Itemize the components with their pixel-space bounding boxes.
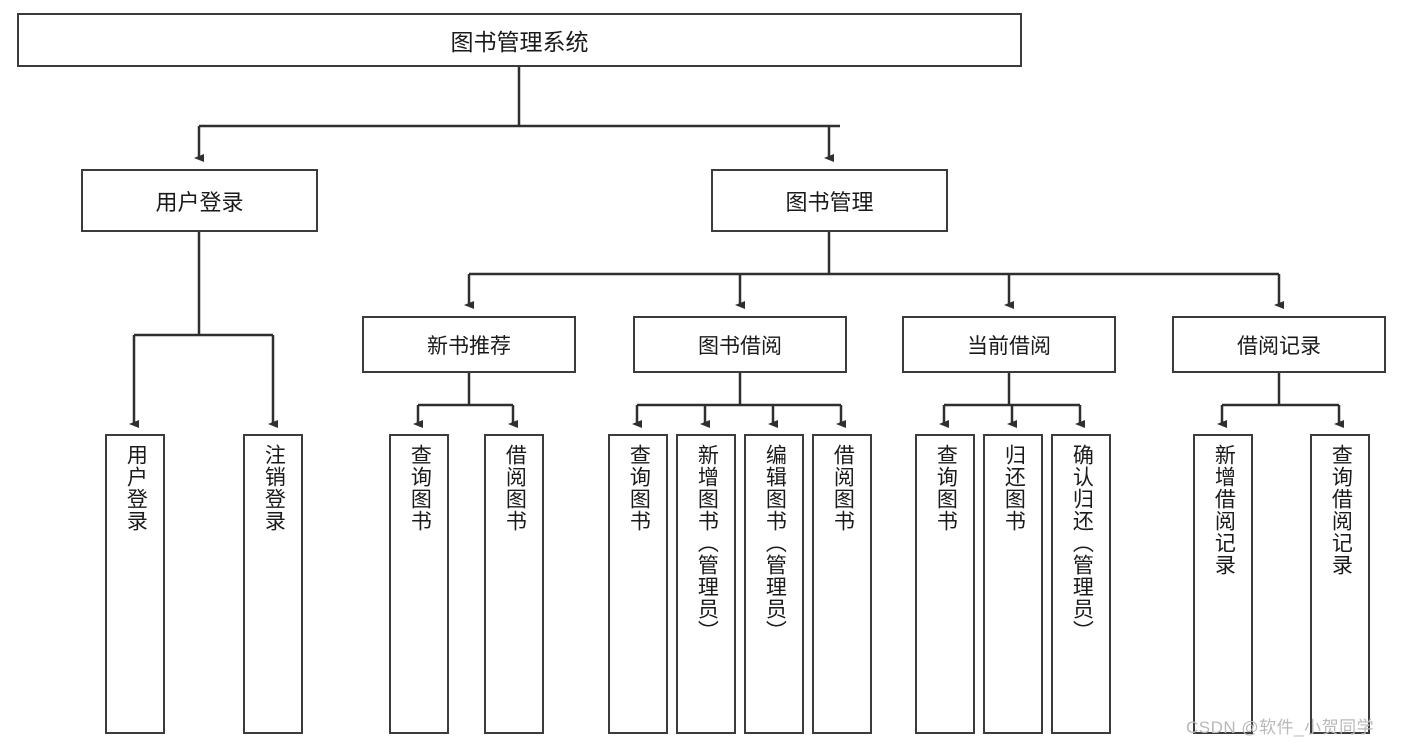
node-current-borrow[interactable]: 当前借阅 — [902, 316, 1116, 373]
watermark: CSDN @软件_小贺同学 — [1186, 718, 1375, 737]
leaf-add-book-label: 新增图书（管理员） — [695, 444, 719, 642]
node-root[interactable]: 图书管理系统 — [17, 13, 1022, 67]
leaf-return-book[interactable]: 归还图书 — [983, 434, 1043, 734]
node-root-label: 图书管理系统 — [450, 29, 589, 55]
leaf-query-book-recommend[interactable]: 查询图书 — [389, 434, 449, 734]
node-borrow-record-label: 借阅记录 — [1237, 334, 1321, 358]
node-user-login[interactable]: 用户登录 — [81, 169, 318, 232]
leaf-add-borrow-record[interactable]: 新增借阅记录 — [1193, 434, 1253, 734]
node-current-borrow-label: 当前借阅 — [967, 334, 1051, 358]
leaf-query-book-borrow-label: 查询图书 — [627, 444, 651, 532]
leaf-borrow-book-recommend[interactable]: 借阅图书 — [484, 434, 544, 734]
leaf-return-book-label: 归还图书 — [1002, 444, 1026, 532]
leaf-query-book-borrow[interactable]: 查询图书 — [608, 434, 668, 734]
node-book-manage[interactable]: 图书管理 — [711, 169, 948, 232]
leaf-add-book[interactable]: 新增图书（管理员） — [676, 434, 736, 734]
node-book-borrow-label: 图书借阅 — [698, 334, 782, 358]
leaf-edit-book-label: 编辑图书（管理员） — [763, 444, 787, 642]
leaf-query-borrow-record-label: 查询借阅记录 — [1329, 444, 1353, 576]
leaf-user-login[interactable]: 用户登录 — [105, 434, 165, 734]
leaf-query-book-current-label: 查询图书 — [934, 444, 958, 532]
leaf-edit-book[interactable]: 编辑图书（管理员） — [744, 434, 804, 734]
leaf-borrow-book-label: 借阅图书 — [831, 444, 855, 532]
node-new-book-recommend[interactable]: 新书推荐 — [362, 316, 576, 373]
leaf-borrow-book[interactable]: 借阅图书 — [812, 434, 872, 734]
leaf-borrow-book-recommend-label: 借阅图书 — [503, 444, 527, 532]
leaf-add-borrow-record-label: 新增借阅记录 — [1212, 444, 1236, 576]
node-user-login-label: 用户登录 — [155, 189, 244, 215]
leaf-query-book-recommend-label: 查询图书 — [408, 444, 432, 532]
leaf-user-logout[interactable]: 注销登录 — [243, 434, 303, 734]
leaf-user-logout-label: 注销登录 — [262, 444, 286, 532]
leaf-user-login-label: 用户登录 — [124, 444, 148, 532]
node-borrow-record[interactable]: 借阅记录 — [1172, 316, 1386, 373]
node-new-book-recommend-label: 新书推荐 — [427, 334, 511, 358]
node-book-borrow[interactable]: 图书借阅 — [633, 316, 847, 373]
leaf-confirm-return[interactable]: 确认归还（管理员） — [1051, 434, 1111, 734]
leaf-query-borrow-record[interactable]: 查询借阅记录 — [1310, 434, 1370, 734]
leaf-query-book-current[interactable]: 查询图书 — [915, 434, 975, 734]
leaf-confirm-return-label: 确认归还（管理员） — [1070, 444, 1094, 642]
node-book-manage-label: 图书管理 — [785, 189, 874, 215]
